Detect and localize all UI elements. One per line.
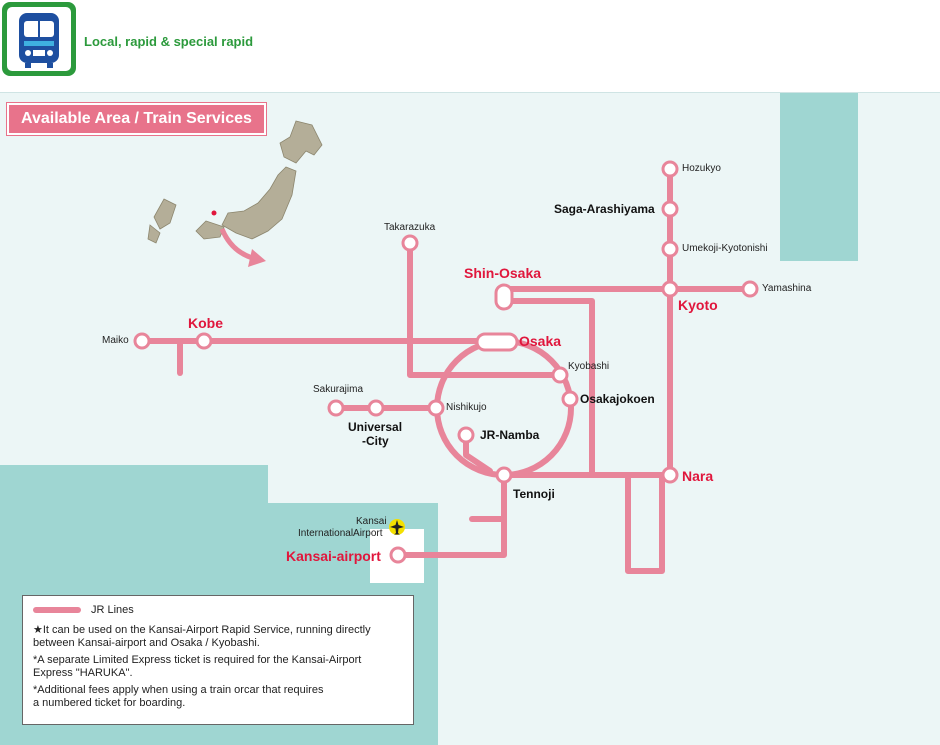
station-node-nishikujo bbox=[427, 399, 445, 417]
station-sakurajima: Sakurajima bbox=[313, 384, 364, 395]
shin-osaka-interchange bbox=[494, 283, 514, 311]
station-osakajokoen: Osakajokoen bbox=[580, 392, 655, 406]
station-hozukyo: Hozukyo bbox=[682, 163, 721, 174]
legend-note: Express "HARUKA". bbox=[33, 667, 133, 679]
station-kyobashi: Kyobashi bbox=[568, 361, 610, 372]
station-node-umekoji bbox=[661, 240, 679, 258]
arrow-icon bbox=[219, 227, 266, 267]
kansai-marker bbox=[211, 210, 217, 216]
station-node-maiko bbox=[133, 332, 151, 350]
station-node-kobe bbox=[195, 332, 213, 350]
station-yamashina: Yamashina bbox=[762, 283, 812, 294]
station-takarazuka: Takarazuka bbox=[384, 222, 436, 233]
station-umekoji-kyotonishi: Umekoji-Kyotonishi bbox=[682, 243, 768, 254]
line-kansai-airport bbox=[395, 472, 507, 558]
station-node-hozukyo bbox=[661, 160, 679, 178]
line-shin-osaka-kyobashi bbox=[501, 298, 595, 478]
sea-area-east bbox=[780, 93, 858, 261]
station-node-tennoji bbox=[495, 466, 513, 484]
map-title: Available Area / Train Services bbox=[7, 103, 266, 135]
station-node-saga-arashiyama bbox=[661, 200, 679, 218]
airplane-icon bbox=[389, 519, 405, 535]
train-icon bbox=[2, 2, 76, 76]
station-node-osakajokoen bbox=[561, 390, 579, 408]
station-node-kansai-airport bbox=[389, 546, 407, 564]
station-node-kyoto bbox=[661, 280, 679, 298]
station-nishikujo: Nishikujo bbox=[446, 402, 487, 413]
station-node-takarazuka bbox=[401, 234, 419, 252]
station-node-kyobashi bbox=[551, 366, 569, 384]
line-nara-loop bbox=[625, 472, 665, 574]
legend-line-label: JR Lines bbox=[91, 604, 134, 616]
station-node-sakurajima bbox=[327, 399, 345, 417]
station-node-nara bbox=[661, 466, 679, 484]
station-kansai-international-suffix: InternationalAirport bbox=[298, 528, 383, 539]
station-kyoto: Kyoto bbox=[678, 297, 718, 313]
service-type-label: Local, rapid & special rapid bbox=[84, 34, 254, 49]
station-shin-osaka: Shin-Osaka bbox=[464, 265, 542, 281]
legend-note: *A separate Limited Express ticket is re… bbox=[33, 654, 362, 666]
station-kansai-international: Kansai bbox=[356, 516, 387, 527]
station-kansai-airport: Kansai-airport bbox=[286, 548, 381, 564]
station-universal-city-suffix: -City bbox=[362, 434, 389, 448]
station-nara: Nara bbox=[682, 468, 714, 484]
station-tennoji: Tennoji bbox=[513, 487, 555, 501]
station-node-universal-city bbox=[367, 399, 385, 417]
station-maiko: Maiko bbox=[102, 335, 129, 346]
station-universal-city: Universal bbox=[348, 420, 403, 434]
station-node-yamashina bbox=[741, 280, 759, 298]
legend-line-swatch bbox=[33, 607, 81, 613]
legend-note: ★It can be used on the Kansai-Airport Ra… bbox=[33, 624, 371, 649]
station-jr-namba: JR-Namba bbox=[480, 428, 540, 442]
legend-note: a numbered ticket for boarding. bbox=[33, 697, 186, 709]
jr-lines bbox=[139, 166, 753, 574]
station-kobe: Kobe bbox=[188, 315, 223, 331]
line-takarazuka bbox=[407, 240, 563, 378]
osaka-interchange bbox=[475, 332, 519, 352]
header: Local, rapid & special rapid bbox=[0, 0, 940, 92]
legend: JR Lines ★It can be used on the Kansai-A… bbox=[22, 595, 414, 725]
route-map: Available Area / Train Services Hozukyo … bbox=[0, 92, 940, 745]
station-node-jr-namba bbox=[457, 426, 475, 444]
station-saga-arashiyama: Saga-Arashiyama bbox=[554, 202, 655, 216]
train-icon-graphic bbox=[19, 13, 59, 68]
legend-note: *Additional fees apply when using a trai… bbox=[33, 684, 324, 696]
station-osaka: Osaka bbox=[519, 333, 562, 349]
japan-map-icon bbox=[147, 120, 323, 244]
legend-key: JR Lines bbox=[33, 604, 403, 616]
